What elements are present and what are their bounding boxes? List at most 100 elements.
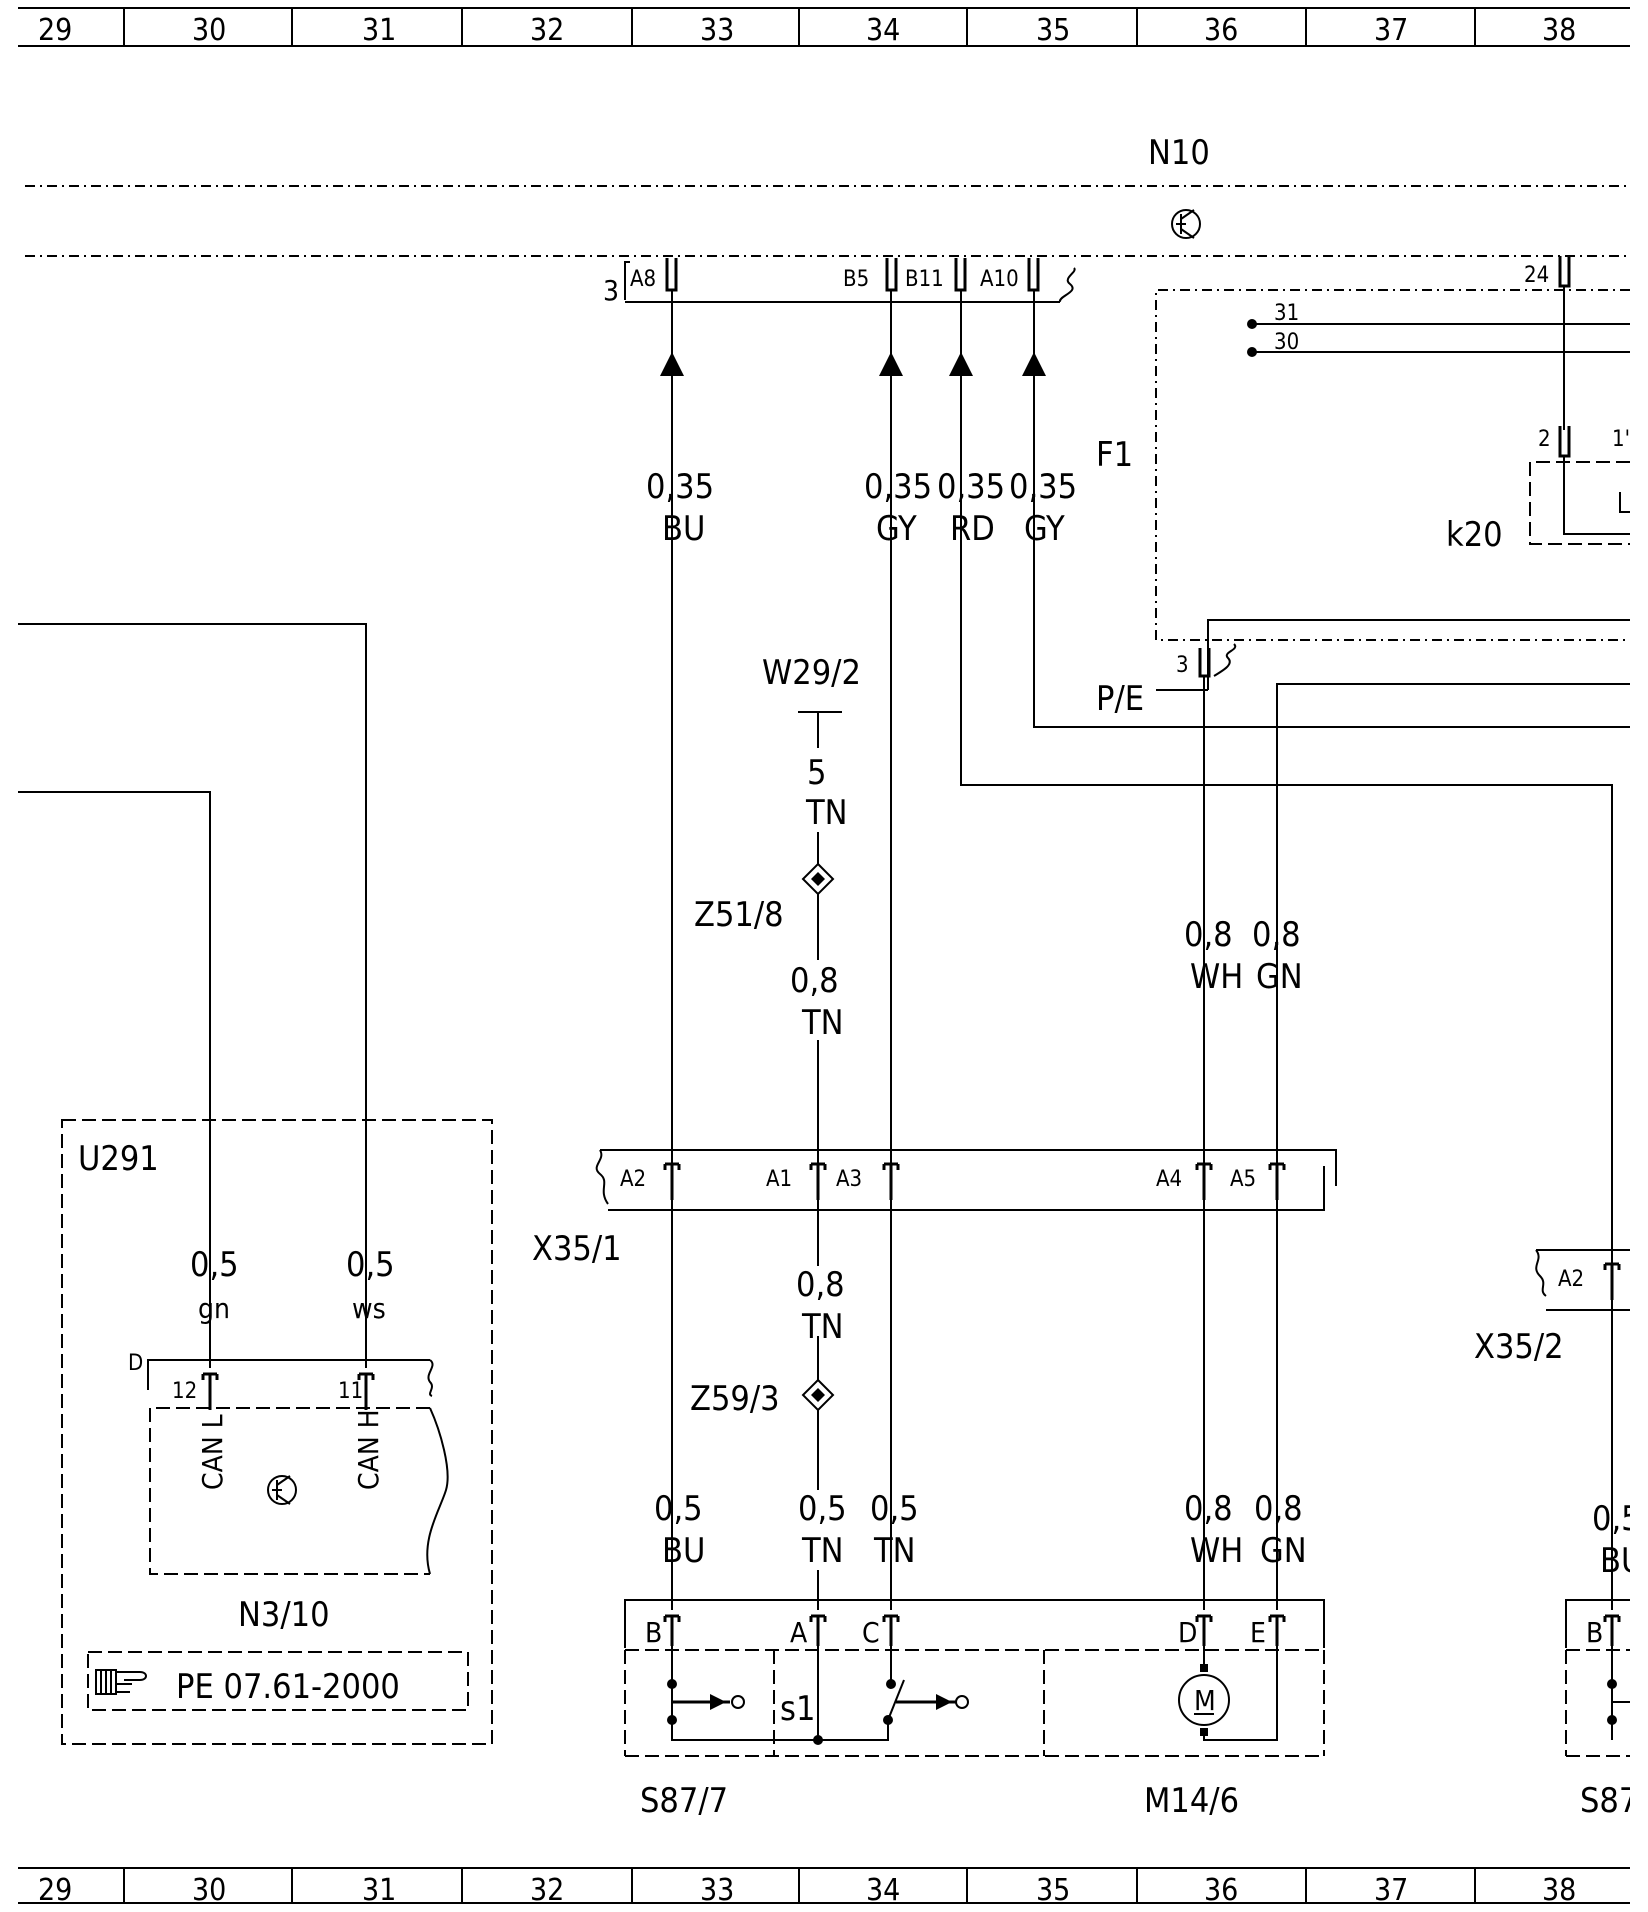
can-l-label: CAN L xyxy=(196,1414,229,1490)
s87-partial-label: S87 xyxy=(1580,1781,1638,1821)
pin-label: A8 xyxy=(630,267,656,292)
pin-label: B xyxy=(1586,1616,1603,1649)
column-label: 35 xyxy=(1036,1873,1070,1908)
wire-color: gn xyxy=(198,1292,230,1325)
wire-size: 5 xyxy=(807,753,826,793)
pin-label: A10 xyxy=(980,267,1019,292)
column-ruler-top: 29 30 31 32 33 34 35 36 37 38 xyxy=(18,7,1630,48)
wire-size: 0,5 xyxy=(346,1245,395,1285)
pin-label: A2 xyxy=(1558,1267,1584,1292)
switch-icon xyxy=(667,1646,889,1741)
column-label: 34 xyxy=(866,13,900,48)
pin-label: 3 xyxy=(1176,653,1189,678)
f1-module: F1 P/E 3 31 30 24 2 1' k20 xyxy=(1096,256,1630,719)
u291-module: U291 0,5 gn 0,5 ws D 12 11 CAN L CAN H N… xyxy=(61,1119,493,1745)
n10-module: N10 xyxy=(25,133,1630,257)
column-label: 32 xyxy=(530,13,564,48)
wire-size: 0,5 xyxy=(1592,1499,1641,1539)
pin-label: A3 xyxy=(836,1167,862,1192)
column-label: 29 xyxy=(38,13,72,48)
pin-plug xyxy=(663,1614,1286,1646)
wire-size: 0,35 xyxy=(864,467,932,507)
wire-color: WH xyxy=(1190,1531,1243,1571)
wire-color: WH xyxy=(1190,957,1243,997)
column-label: 37 xyxy=(1374,1873,1408,1908)
column-label: 32 xyxy=(530,1873,564,1908)
column-label: 36 xyxy=(1204,1873,1238,1908)
z59-3-label: Z59/3 xyxy=(690,1379,780,1419)
wire-color: BU xyxy=(1600,1541,1643,1581)
column-label: 34 xyxy=(866,1873,900,1908)
pin-label: C xyxy=(862,1616,880,1649)
wire-size: 0,5 xyxy=(798,1489,847,1529)
pin-label: B11 xyxy=(905,267,944,292)
pin-label: E xyxy=(1250,1616,1266,1649)
pin-label: D xyxy=(1178,1616,1197,1649)
column-label: 30 xyxy=(192,13,226,48)
wire-size: 0,5 xyxy=(654,1489,703,1529)
wire-color: GY xyxy=(1024,509,1065,549)
switch-icon xyxy=(813,1646,969,1745)
pin-label: 2 xyxy=(1538,427,1551,452)
x35-2-label: X35/2 xyxy=(1474,1327,1564,1367)
pin-label: 12 xyxy=(172,1379,197,1404)
motor-label: M xyxy=(1194,1684,1216,1717)
k20-label: k20 xyxy=(1446,515,1503,555)
pin-label: A5 xyxy=(1230,1167,1256,1192)
column-ruler-bottom: 29 30 31 32 33 34 35 36 37 38 xyxy=(18,1867,1630,1908)
z59-3-splice: 0,8 TN Z59/3 xyxy=(690,1265,845,1419)
wire-size: 0,8 xyxy=(790,961,839,1001)
column-label: 29 xyxy=(38,1873,72,1908)
pin-label: A1 xyxy=(766,1167,792,1192)
motor-wire-labels-upper: 0,8 WH 0,8 GN xyxy=(1184,915,1303,997)
pin-label: 11 xyxy=(338,1379,363,1404)
wire-size: 0,8 xyxy=(1252,915,1301,955)
column-label: 33 xyxy=(700,13,734,48)
m14-6-label: M14/6 xyxy=(1144,1781,1239,1821)
pin-label: B xyxy=(645,1616,662,1649)
column-label: 37 xyxy=(1374,13,1408,48)
f1-label: F1 xyxy=(1096,435,1133,475)
connector-number: 3 xyxy=(603,274,619,307)
wire-color: TN xyxy=(801,1531,844,1571)
s1-label: s1 xyxy=(780,1689,815,1729)
wire-color: ws xyxy=(352,1292,386,1325)
pin-label: A2 xyxy=(620,1167,646,1192)
motor-icon: M xyxy=(1178,1646,1278,1741)
w29-2-ground: W29/2 5 TN Z51/8 0,8 TN xyxy=(694,653,861,1166)
splice-icon xyxy=(801,862,835,896)
pin-label: 24 xyxy=(1524,263,1549,288)
pe-label: P/E xyxy=(1096,679,1144,719)
s87-7-m14-6-housing: B A C D E s1 xyxy=(624,1599,1325,1821)
column-label: 31 xyxy=(362,1873,396,1908)
wire-size: 0,8 xyxy=(1254,1489,1303,1529)
s87-partial-housing: B S87 xyxy=(1565,1599,1638,1821)
pin-plug xyxy=(663,1162,1286,1200)
wire-color: TN xyxy=(873,1531,916,1571)
column-label: 33 xyxy=(700,1873,734,1908)
transistor-icon xyxy=(1171,209,1201,239)
wire-size: 0,5 xyxy=(870,1489,919,1529)
hand-pointer-icon xyxy=(95,1669,147,1695)
wires-x35-1-to-components xyxy=(671,1200,1278,1610)
transistor-icon xyxy=(267,1475,297,1505)
z51-8-label: Z51/8 xyxy=(694,895,784,935)
pin-label: 1' xyxy=(1612,427,1630,452)
wire-size: 0,8 xyxy=(1184,1489,1233,1529)
wire-color: TN xyxy=(805,793,848,833)
column-label: 31 xyxy=(362,13,396,48)
pin-label: 30 xyxy=(1274,330,1299,355)
n10-connector-3: 3 A8 B5 B11 A10 xyxy=(603,258,1076,307)
wire-color: BU xyxy=(662,509,705,549)
column-label: 35 xyxy=(1036,13,1070,48)
s87-7-label: S87/7 xyxy=(640,1781,728,1821)
motor-feed-wires xyxy=(1203,676,1630,1166)
d-label: D xyxy=(128,1351,143,1376)
x35-1-label: X35/1 xyxy=(532,1229,622,1269)
pin-label: B5 xyxy=(843,267,869,292)
x35-2-connector: A2 X35/2 0,5 BU xyxy=(1474,1249,1643,1610)
signal-arrows xyxy=(660,352,1046,376)
wire-size: 0,5 xyxy=(190,1245,239,1285)
reference-label: PE 07.61-2000 xyxy=(176,1667,400,1707)
